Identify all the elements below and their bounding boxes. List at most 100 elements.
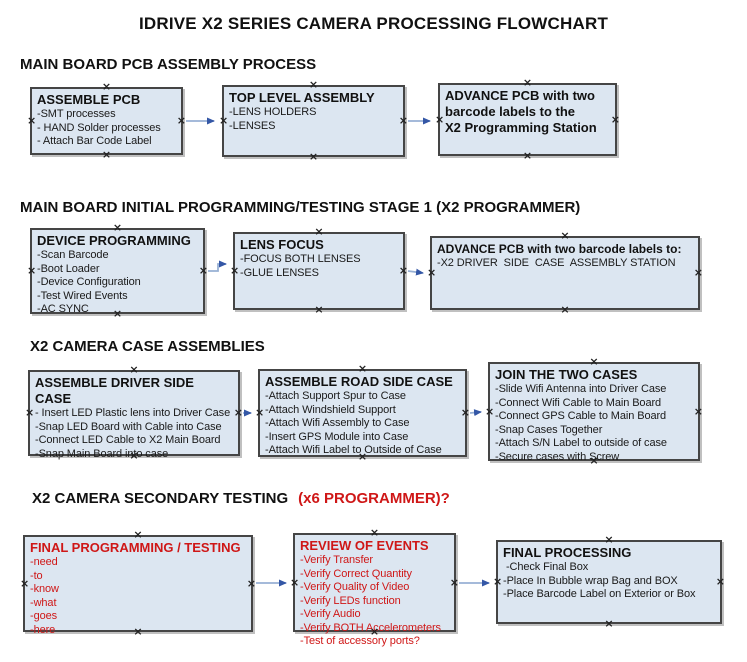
connection-point-marker: × [693, 404, 703, 418]
connector-arrow-lensfocus-to-advance [407, 268, 424, 276]
flow-box-assemble-driver-side-case: ASSEMBLE DRIVER SIDE CASE - Insert LED P… [25, 364, 243, 461]
box-item: -Verify Audio [300, 608, 361, 620]
box-title: ASSEMBLE PCB [37, 92, 141, 107]
box-item: -Verify Correct Quantity [300, 567, 412, 580]
box-item: -Boot Loader [37, 262, 100, 275]
box-item: - Attach Bar Code Label [37, 135, 152, 147]
box-item: -goes [30, 610, 58, 622]
box-item: -Verify Quality of Video [300, 581, 410, 593]
box-title: ASSEMBLE ROAD SIDE CASE [265, 374, 453, 389]
box-title: LENS FOCUS [240, 237, 324, 252]
connection-point-marker: × [219, 114, 229, 127]
connection-point-marker: × [522, 149, 533, 162]
flow-box-device-programming: DEVICE PROGRAMMING -Scan Barcode -Boot L… [27, 222, 208, 319]
connection-point-marker: × [604, 617, 614, 630]
connection-point-marker: × [427, 266, 437, 279]
connection-point-marker: × [369, 526, 380, 539]
connection-point-marker: × [129, 363, 139, 376]
box-title: REVIEW OF EVENTS [300, 538, 429, 553]
connection-point-marker: × [255, 406, 265, 419]
connection-point-marker: × [314, 303, 324, 316]
connection-point-marker: × [101, 80, 112, 93]
connection-point-marker: × [27, 114, 37, 127]
box-item: -Place In Bubble wrap Bag and BOX [503, 574, 678, 587]
box-item: -Check Final Box [503, 561, 589, 573]
box-item: -Connect GPS Cable to Main Board [495, 410, 667, 422]
box-item: -Attach Wifi Assembly to Case [265, 417, 410, 429]
connection-point-marker: × [693, 266, 703, 279]
box-item: -Connect LED Cable to X2 Main Board [35, 434, 221, 446]
connection-point-marker: × [198, 264, 208, 277]
box-item: -Verify LEDs function [300, 594, 401, 607]
connection-point-marker: × [133, 528, 143, 541]
box-item: -Attach Support Spur to Case [265, 390, 406, 402]
section-heading-text: X2 CAMERA SECONDARY TESTING [32, 490, 289, 507]
connection-point-marker: × [485, 404, 495, 418]
connection-point-marker: × [522, 76, 533, 89]
connection-point-marker: × [398, 264, 408, 277]
box-item: -Insert GPS Module into Case [265, 430, 409, 443]
box-item: -Test of accessory ports? [300, 635, 420, 647]
box-item: -Place Barcode Label on Exterior or Box [503, 588, 696, 600]
flow-box-advance-pcb-driver-side: ADVANCE PCB with two barcode labels to: … [427, 230, 703, 315]
box-title: ADVANCE PCB with two barcode labels to: [437, 242, 682, 256]
box-item: -what [30, 596, 57, 609]
connection-point-marker: × [560, 303, 570, 316]
page-title: IDRIVE X2 SERIES CAMERA PROCESSING FLOWC… [138, 14, 609, 33]
flow-box-review-of-events: REVIEW OF EVENTS -Verify Transfer -Verif… [290, 527, 459, 647]
connection-point-marker: × [20, 576, 30, 590]
box-item: -GLUE LENSES [240, 266, 319, 279]
box-item: -Snap Cases Together [495, 423, 603, 436]
box-item: -Attach Wifi Label to Outside of Case [265, 444, 442, 456]
box-item: -Slide Wifi Antenna into Driver Case [495, 383, 667, 395]
box-item: -Snap Main Board into case [35, 447, 169, 460]
flow-box-assemble-road-side-case: ASSEMBLE ROAD SIDE CASE -Attach Support … [255, 363, 470, 462]
box-title: JOIN THE TWO CASES [495, 367, 638, 382]
section-heading-secondary-testing: X2 CAMERA SECONDARY TESTING (x6 PROGRAMME… [32, 490, 450, 507]
box-item: -to [30, 569, 43, 582]
connection-point-marker: × [589, 355, 599, 368]
connection-point-marker: × [233, 406, 243, 419]
connection-point-marker: × [560, 229, 570, 242]
connection-point-marker: × [460, 406, 470, 419]
connection-point-marker: × [493, 575, 503, 588]
connection-point-marker: × [398, 114, 408, 127]
connection-point-marker: × [25, 406, 35, 419]
connector-arrow-device-to-lensfocus [208, 260, 227, 272]
connection-point-marker: × [308, 78, 319, 91]
box-title: DEVICE PROGRAMMING [37, 233, 191, 248]
section-heading-red-note: (x6 PROGRAMMER)? [298, 490, 450, 507]
box-item: -LENSES [229, 119, 276, 132]
box-item: -SMT processes [37, 108, 116, 120]
box-item: -AC SYNC [37, 303, 89, 315]
connection-point-marker: × [176, 114, 186, 127]
box-item: -Test Wired Events [37, 289, 128, 302]
box-item: -Scan Barcode [37, 249, 109, 261]
connection-point-marker: × [101, 148, 112, 161]
box-title: TOP LEVEL ASSEMBLY [229, 90, 375, 105]
box-title: ADVANCE PCB with two barcode labels to t… [445, 88, 597, 135]
box-item: -FOCUS BOTH LENSES [240, 253, 361, 265]
connection-point-marker: × [27, 264, 37, 277]
connection-point-marker: × [715, 575, 725, 588]
box-item: -LENS HOLDERS [229, 106, 317, 118]
box-item: -Secure cases with Screw [495, 450, 620, 463]
flow-box-lens-focus: LENS FOCUS -FOCUS BOTH LENSES -GLUE LENS… [230, 226, 408, 315]
box-title: FINAL PROGRAMMING / TESTING [30, 540, 241, 555]
box-item: -Attach S/N Label to outside of case [495, 437, 667, 449]
section-heading-case-assemblies: X2 CAMERA CASE ASSEMBLIES [30, 338, 265, 355]
connection-point-marker: × [230, 264, 240, 277]
flow-box-join-the-two-cases: JOIN THE TWO CASES -Slide Wifi Antenna i… [485, 356, 703, 466]
connection-point-marker: × [449, 575, 459, 589]
flow-box-advance-pcb-programming-station: ADVANCE PCB with two barcode labels to t… [435, 77, 620, 161]
connection-point-marker: × [357, 362, 368, 375]
box-item: -Verify BOTH Accelerometers [300, 621, 441, 634]
box-item: - Insert LED Plastic lens into Driver Ca… [35, 407, 231, 419]
flow-box-final-programming-testing: FINAL PROGRAMMING / TESTING -need -to -k… [20, 529, 256, 637]
connector-arrow-roadside-to-join [469, 409, 482, 417]
box-item: -Device Configuration [37, 276, 141, 288]
box-item: -Attach Windshield Support [265, 403, 396, 416]
section-heading-initial-programming: MAIN BOARD INITIAL PROGRAMMING/TESTING S… [20, 199, 581, 216]
connection-point-marker: × [290, 575, 300, 589]
flow-box-final-processing: FINAL PROCESSING -Check Final Box -Place… [493, 534, 725, 629]
